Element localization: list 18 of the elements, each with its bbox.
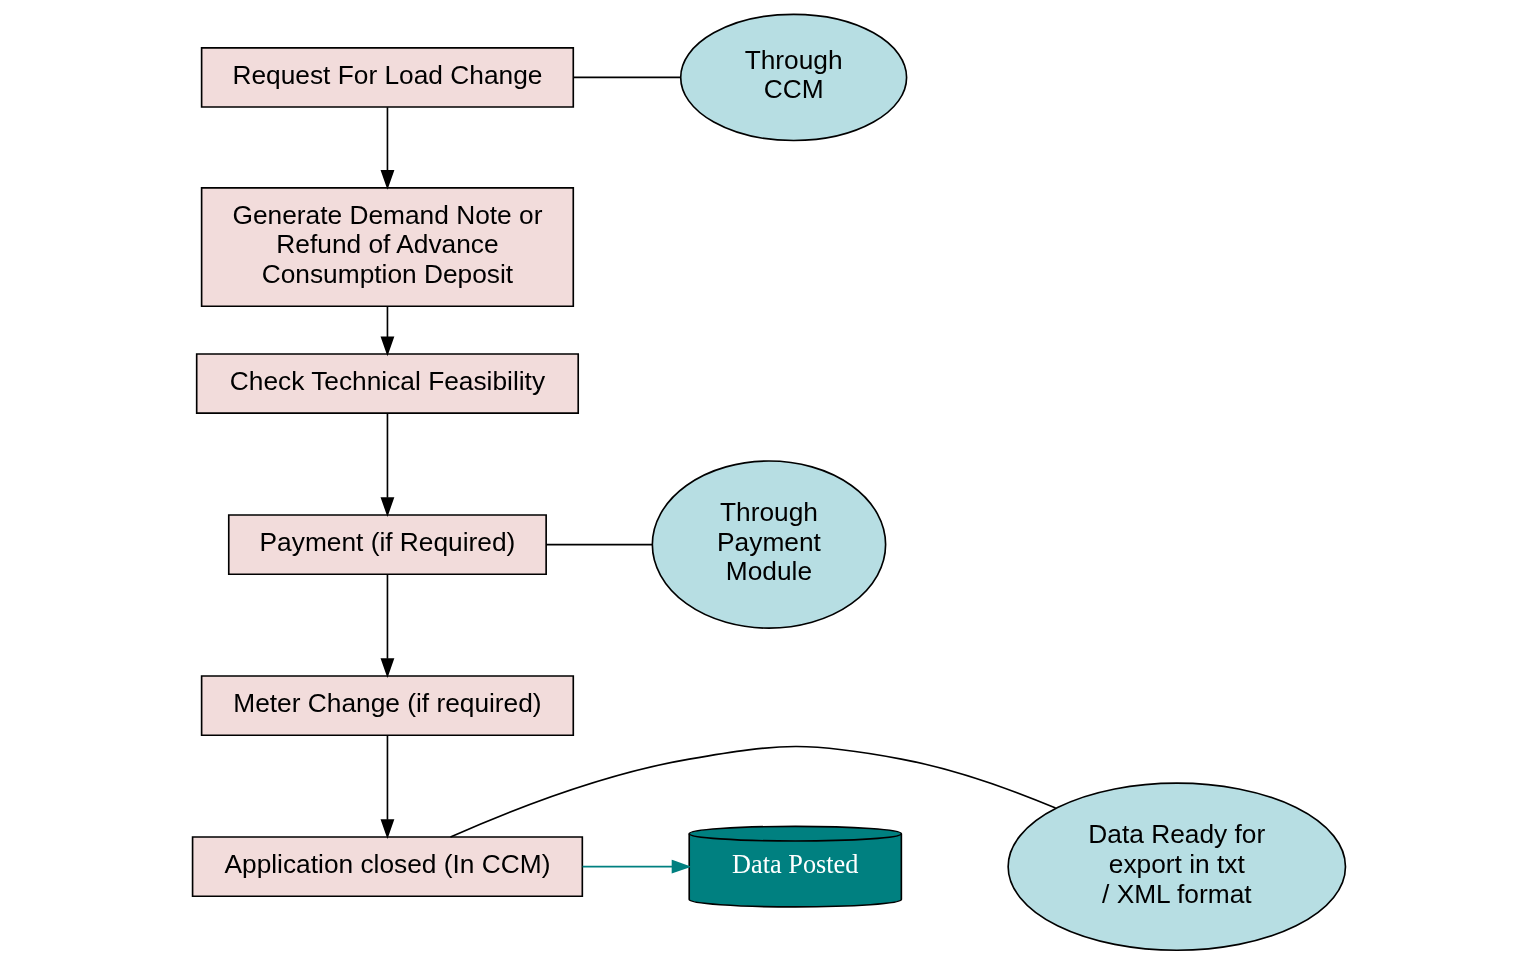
connector xyxy=(544,543,653,546)
arrow xyxy=(380,305,394,357)
node-box: Payment (if Required) xyxy=(227,514,547,576)
node-box: Application closed (In CCM) xyxy=(191,836,583,898)
node-ellipse: Through CCM xyxy=(679,13,907,142)
connector xyxy=(449,745,1056,838)
arrow xyxy=(581,859,691,874)
node-box: Generate Demand Note or Refund of Advance Consumption Deposit xyxy=(200,187,574,308)
node-box: Check Technical Feasibility xyxy=(195,353,579,414)
arrow xyxy=(380,412,394,517)
node-box: Meter Change (if required) xyxy=(200,675,574,737)
node-box: Request For Load Change xyxy=(200,47,574,108)
node-ellipse: Data Ready for export in txt / XML format xyxy=(1006,782,1346,952)
arrow xyxy=(380,106,394,190)
node-ellipse: Through Payment Module xyxy=(651,460,886,629)
connector xyxy=(572,76,682,79)
arrow xyxy=(380,734,394,839)
arrow xyxy=(380,573,394,678)
